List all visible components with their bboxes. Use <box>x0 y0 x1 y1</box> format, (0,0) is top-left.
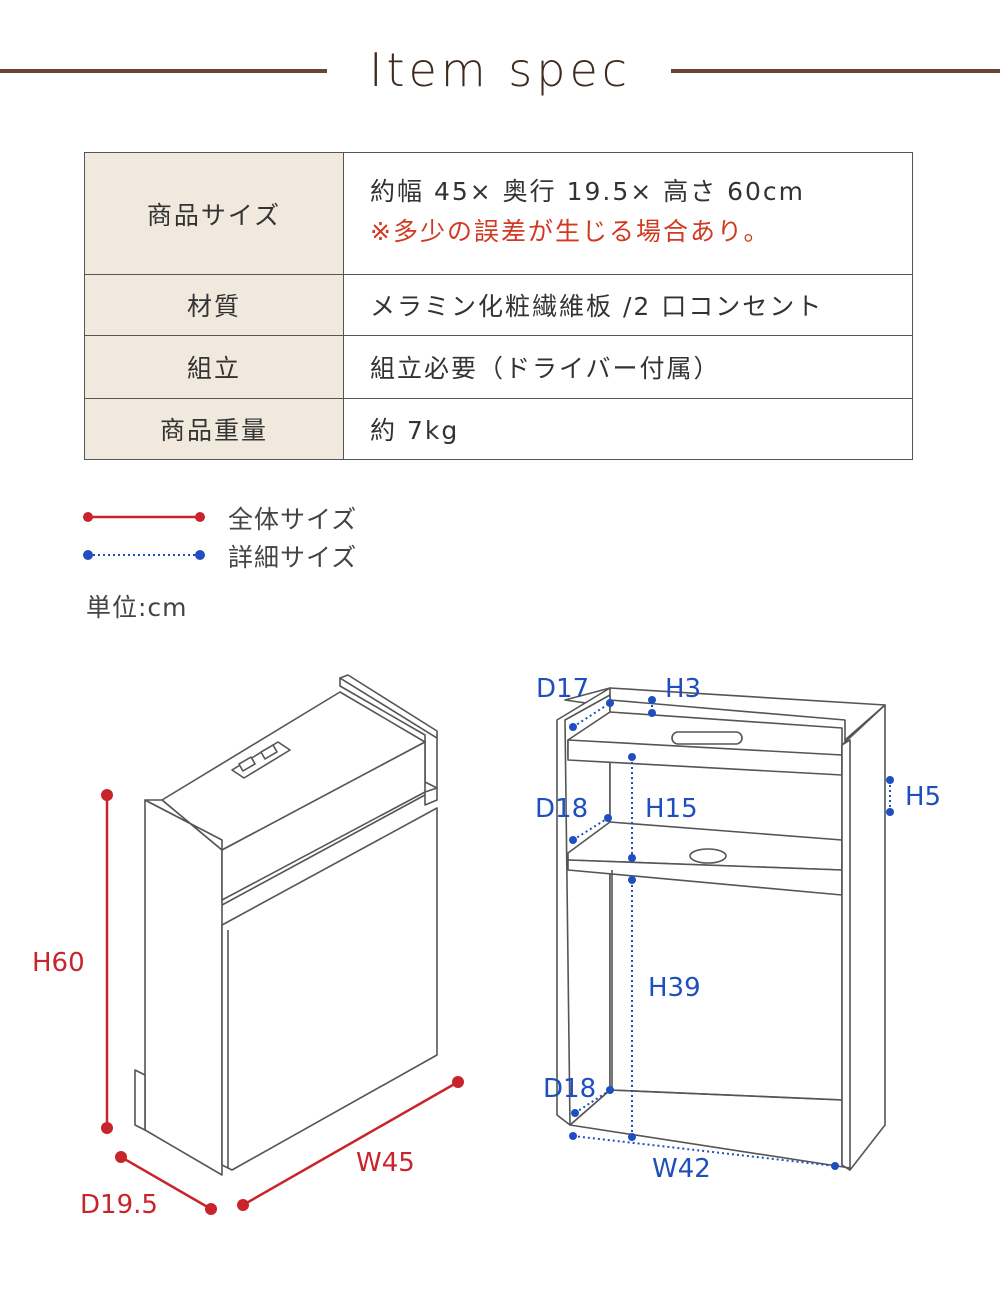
spec-table: 商品サイズ 約幅 45× 奥行 19.5× 高さ 60cm ※多少の誤差が生じる… <box>84 152 913 460</box>
dim-label-h15: H15 <box>645 794 698 824</box>
dim-label-d18-bottom: D18 <box>543 1074 597 1104</box>
dim-label-d18-mid: D18 <box>535 794 589 824</box>
dim-label-h3: H3 <box>665 674 702 704</box>
spec-label-size: 商品サイズ <box>84 152 344 275</box>
dim-label-h39: H39 <box>648 973 701 1003</box>
spec-label-material: 材質 <box>84 274 344 336</box>
detail-dimension-dots <box>569 696 894 1170</box>
overall-dimensions <box>101 789 464 1215</box>
dim-label-width: W45 <box>356 1148 415 1178</box>
dim-label-height: H60 <box>32 948 85 978</box>
table-row: 材質 メラミン化粧繊維板 /2 口コンセント <box>84 274 913 336</box>
legend-overall-line <box>83 512 205 522</box>
table-row: 商品重量 約 7kg <box>84 398 913 460</box>
closed-cabinet-drawing <box>134 674 438 1176</box>
spec-label-assembly: 組立 <box>84 335 344 399</box>
spec-value-assembly: 組立必要（ドライバー付属） <box>343 335 913 399</box>
outlet-icon <box>231 741 291 779</box>
spec-value-material: メラミン化粧繊維板 /2 口コンセント <box>343 274 913 336</box>
legend-overall-label: 全体サイズ <box>228 505 358 534</box>
unit-label: 単位:cm <box>86 593 188 622</box>
dim-label-depth: D19.5 <box>80 1190 158 1220</box>
dim-label-h5: H5 <box>905 782 942 812</box>
spec-note-size: ※多少の誤差が生じる場合あり。 <box>370 216 771 246</box>
spec-value-size: 約幅 45× 奥行 19.5× 高さ 60cm <box>370 176 806 206</box>
dim-label-w42: W42 <box>652 1154 711 1184</box>
page-title: Item spec <box>368 43 632 97</box>
open-shelf-drawing <box>556 687 886 1171</box>
table-row: 商品サイズ 約幅 45× 奥行 19.5× 高さ 60cm ※多少の誤差が生じる… <box>84 152 913 275</box>
table-row: 組立 組立必要（ドライバー付属） <box>84 335 913 399</box>
title-line-left <box>0 69 327 73</box>
legend-detail-line <box>83 550 205 560</box>
dim-label-d17: D17 <box>536 674 590 704</box>
spec-label-weight: 商品重量 <box>84 398 344 460</box>
spec-value-weight: 約 7kg <box>343 398 913 460</box>
title-line-right <box>671 69 1000 73</box>
detail-dimensions <box>572 700 891 1167</box>
legend-detail-label: 詳細サイズ <box>228 543 358 572</box>
